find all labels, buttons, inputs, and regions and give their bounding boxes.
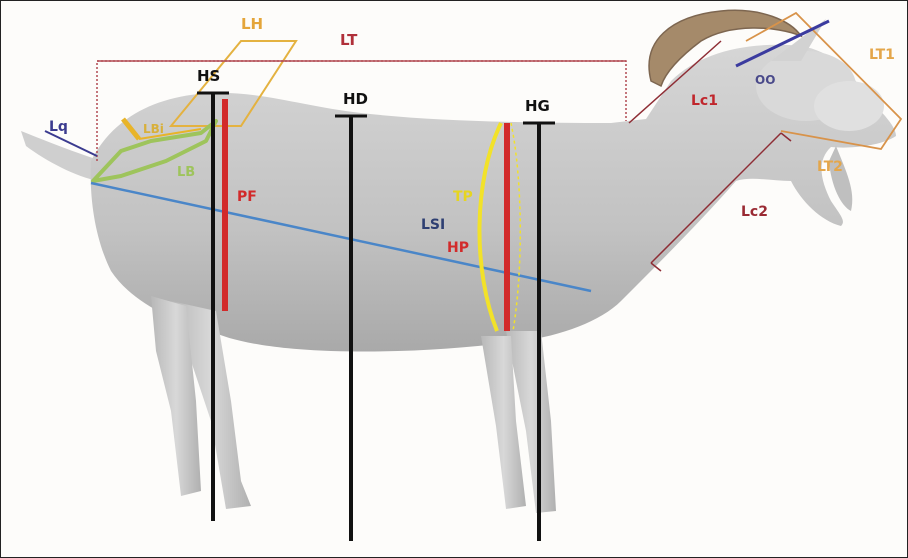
label-lsi: LSI (421, 217, 445, 233)
label-lq: Lq (49, 119, 68, 135)
label-lc1: Lc1 (691, 93, 718, 109)
label-hg: HG (525, 97, 550, 115)
label-oo: OO (755, 73, 775, 87)
label-lh: LH (241, 15, 263, 33)
label-lt2: LT2 (817, 159, 843, 175)
label-pf: PF (237, 189, 257, 205)
label-tp: TP (453, 189, 473, 205)
label-lbi: LBi (143, 122, 164, 136)
label-hs: HS (197, 67, 220, 85)
label-hd: HD (343, 90, 368, 108)
label-hp: HP (447, 240, 469, 256)
label-lb: LB (177, 165, 195, 180)
label-lt: LT (340, 31, 358, 49)
label-lt1: LT1 (869, 47, 895, 63)
label-lc2: Lc2 (741, 204, 768, 220)
